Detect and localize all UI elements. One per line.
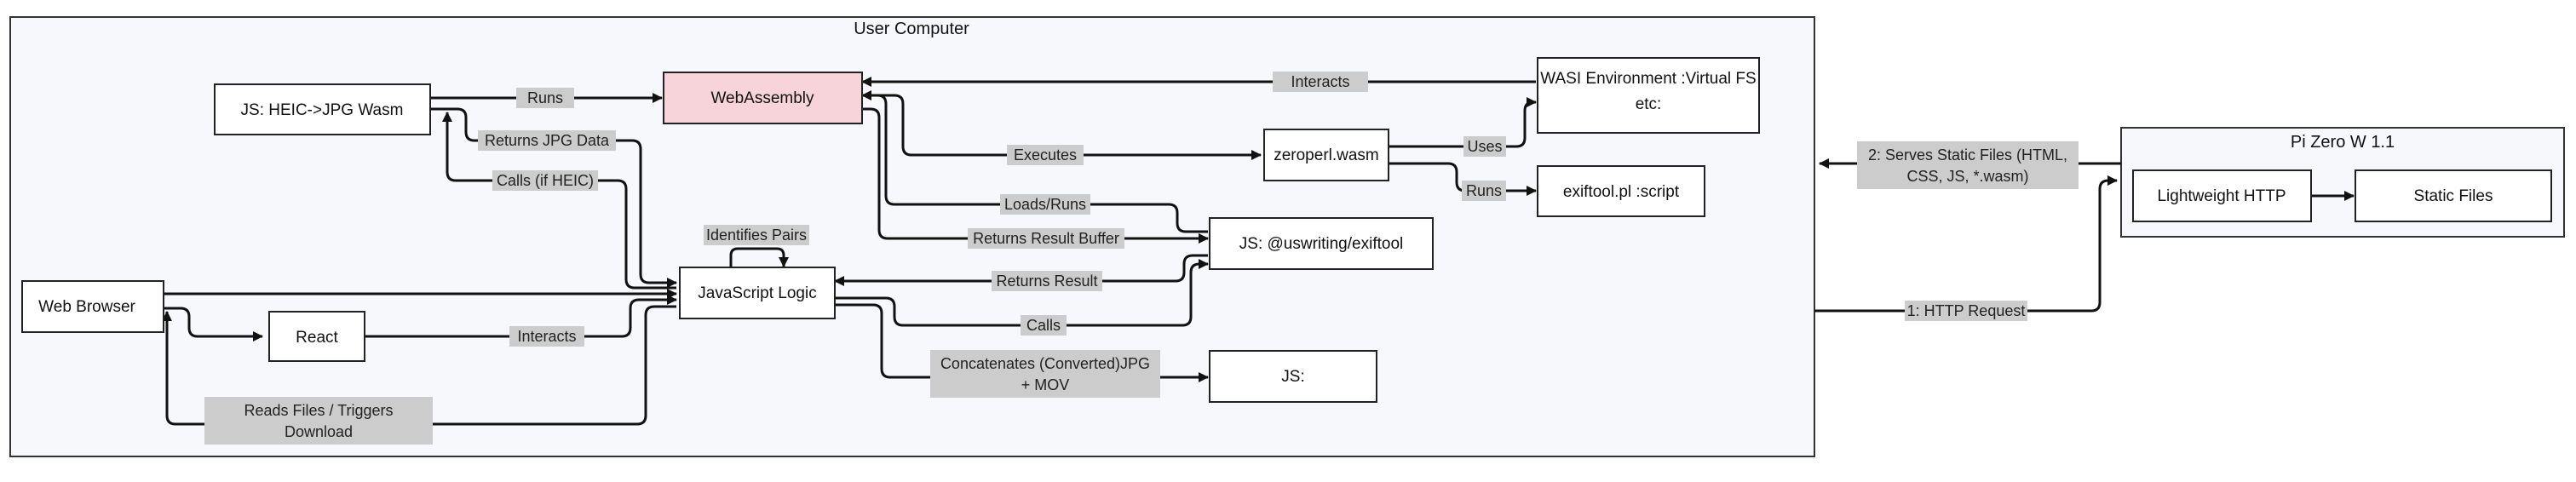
svg-text:Reads Files / Triggers: Reads Files / Triggers: [244, 402, 393, 419]
node-webassembly: WebAssembly: [663, 72, 863, 124]
edge-uses: [1389, 97, 1537, 148]
edge-http-request: [1814, 175, 2118, 313]
edge-labels: Runs Returns JPG Data Calls (if HEIC) In…: [204, 72, 2079, 445]
svg-text:React: React: [296, 329, 338, 347]
svg-text:+ MOV: + MOV: [1021, 376, 1070, 393]
node-exiftool-pl: exiftool.pl :script: [1537, 165, 1705, 217]
svg-text:Web Browser: Web Browser: [38, 298, 135, 316]
node-static-files: Static Files: [2355, 169, 2552, 222]
nodes: Web Browser React JS: HEIC->JPG Wasm Web…: [21, 57, 2552, 403]
edge-browser-to-react: [164, 307, 263, 341]
node-js-exiftool: JS: @uswriting/exiftool: [1209, 217, 1434, 270]
label-uses: Uses: [1463, 136, 1506, 157]
node-react: React: [268, 311, 365, 362]
svg-text:Uses: Uses: [1467, 138, 1502, 155]
svg-text:Lightweight HTTP: Lightweight HTTP: [2157, 187, 2286, 205]
label-executes: Executes: [1007, 145, 1084, 165]
label-calls-if-heic: Calls (if HEIC): [492, 170, 598, 191]
svg-text:Runs: Runs: [1466, 182, 1502, 199]
svg-text:WebAssembly: WebAssembly: [710, 89, 814, 107]
svg-text:Executes: Executes: [1014, 146, 1077, 164]
svg-text:etc:: etc:: [1636, 95, 1662, 113]
svg-text:Static Files: Static Files: [2414, 187, 2493, 205]
label-interacts-react: Interacts: [509, 326, 584, 347]
edge-runs-script: [1389, 162, 1537, 196]
svg-text:Interacts: Interacts: [1291, 73, 1349, 90]
node-wasi-environment: WASI Environment :Virtual FS etc:: [1537, 57, 1760, 134]
edge-concatenates: [835, 303, 1209, 382]
svg-text:Returns JPG Data: Returns JPG Data: [485, 132, 610, 149]
edge-react-to-logic: [365, 295, 677, 338]
label-loads-runs: Loads/Runs: [1000, 194, 1090, 215]
node-web-browser: Web Browser: [21, 280, 164, 333]
node-zeroperl-wasm: zeroperl.wasm: [1263, 129, 1389, 181]
label-returns-jpg-data: Returns JPG Data: [478, 130, 616, 151]
node-javascript-logic: JavaScript Logic: [679, 267, 836, 319]
svg-text:JS: @uswriting/exiftool: JS: @uswriting/exiftool: [1239, 235, 1403, 253]
svg-text:JS:: JS:: [1281, 368, 1304, 386]
svg-text:CSS, JS, *.wasm): CSS, JS, *.wasm): [1906, 168, 2028, 185]
edge-calls-heic: [442, 112, 676, 290]
label-identifies-pairs: Identifies Pairs: [704, 225, 809, 245]
svg-text:Identifies Pairs: Identifies Pairs: [706, 227, 807, 244]
svg-text:Calls (if HEIC): Calls (if HEIC): [497, 172, 594, 189]
svg-text:Returns Result: Returns Result: [996, 273, 1097, 290]
label-calls: Calls: [1021, 315, 1067, 336]
edge-identifies-pairs: [729, 247, 789, 267]
node-js-output: JS:: [1209, 350, 1377, 403]
label-serves-static: 2: Serves Static Files (HTML, CSS, JS, *…: [1857, 141, 2079, 189]
svg-text:Calls: Calls: [1026, 317, 1061, 334]
node-lightweight-http: Lightweight HTTP: [2132, 169, 2312, 222]
svg-text:zeroperl.wasm: zeroperl.wasm: [1274, 146, 1379, 164]
svg-text:Interacts: Interacts: [517, 328, 576, 345]
svg-text:Download: Download: [285, 423, 353, 440]
edge-executes: [862, 94, 1262, 160]
svg-text:WASI Environment :Virtual FS: WASI Environment :Virtual FS: [1540, 70, 1756, 88]
label-concatenates: Concatenates (Converted)JPG + MOV: [930, 350, 1160, 398]
cluster-user-computer-title: User Computer: [854, 20, 969, 38]
label-returns-result: Returns Result: [992, 271, 1102, 291]
svg-text:Loads/Runs: Loads/Runs: [1004, 196, 1086, 213]
node-js-heic: JS: HEIC->JPG Wasm: [214, 83, 431, 135]
label-interacts-wasi: Interacts: [1273, 72, 1368, 92]
svg-text:exiftool.pl :script: exiftool.pl :script: [1563, 183, 1680, 201]
svg-text:Concatenates (Converted)JPG: Concatenates (Converted)JPG: [940, 355, 1150, 372]
label-returns-result-buffer: Returns Result Buffer: [968, 228, 1124, 249]
label-runs: Runs: [516, 88, 574, 108]
label-http-request: 1: HTTP Request: [1905, 301, 2027, 321]
edge-returns-buffer: [862, 107, 1209, 244]
svg-text:1: HTTP Request: 1: HTTP Request: [1907, 302, 2026, 319]
edge-reads-files: [162, 305, 676, 426]
svg-text:Returns Result Buffer: Returns Result Buffer: [973, 230, 1119, 247]
cluster-pi-zero-title: Pi Zero W 1.1: [2291, 133, 2395, 152]
label-runs-script: Runs: [1462, 181, 1506, 201]
edge-returns-result: [834, 254, 1208, 286]
svg-text:JavaScript Logic: JavaScript Logic: [698, 284, 816, 302]
svg-text:JS: HEIC->JPG Wasm: JS: HEIC->JPG Wasm: [241, 101, 404, 119]
label-reads-files: Reads Files / Triggers Download: [204, 397, 433, 445]
svg-text:Runs: Runs: [527, 89, 563, 106]
svg-text:2: Serves Static Files (HTML,: 2: Serves Static Files (HTML,: [1868, 146, 2067, 164]
